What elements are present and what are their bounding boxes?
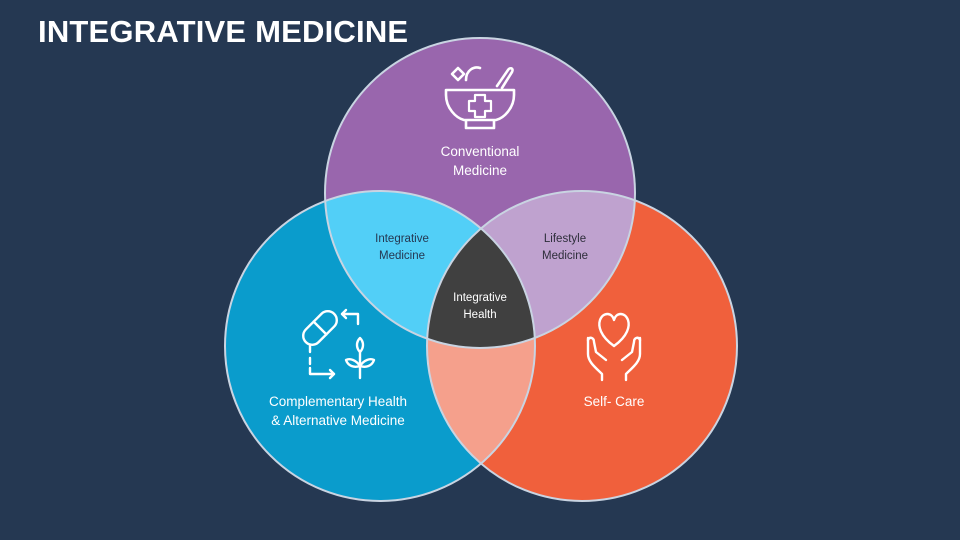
conventional-medicine-label: Conventional Medicine xyxy=(441,144,520,178)
hands-holding-heart-icon xyxy=(586,312,642,382)
complementary-health-label: Complementary Health & Alternative Medic… xyxy=(269,394,407,428)
lifestyle-medicine-label: Lifestyle Medicine xyxy=(542,233,588,262)
self-care-label: Self- Care xyxy=(584,394,645,409)
self-care-label-line1: Self- Care xyxy=(584,394,645,409)
conventional-medicine-label-line1: Conventional xyxy=(441,144,520,159)
integrative-medicine-label-line2: Medicine xyxy=(379,250,425,262)
lifestyle-medicine-label-line2: Medicine xyxy=(542,250,588,262)
conventional-medicine-label-line2: Medicine xyxy=(453,163,507,178)
complementary-health-label-line1: Complementary Health xyxy=(269,394,407,409)
circle-outlines xyxy=(224,37,738,502)
integrative-health-label-line1: Integrative xyxy=(453,292,507,304)
integrative-medicine-label-line1: Integrative xyxy=(375,233,429,245)
integrative-health-label-line2: Health xyxy=(463,309,496,321)
capsule-plant-cycle-icon xyxy=(302,308,376,380)
page-title: INTEGRATIVE MEDICINE xyxy=(38,14,409,49)
lifestyle-medicine-label-line1: Lifestyle xyxy=(544,233,586,245)
mortar-pestle-medical-cross-icon xyxy=(444,66,516,130)
complementary-health-label-line2: & Alternative Medicine xyxy=(271,413,405,428)
integrative-health-region xyxy=(427,191,535,348)
integrative-health-label: Integrative Health xyxy=(453,292,507,321)
integrative-medicine-label: Integrative Medicine xyxy=(375,233,429,262)
